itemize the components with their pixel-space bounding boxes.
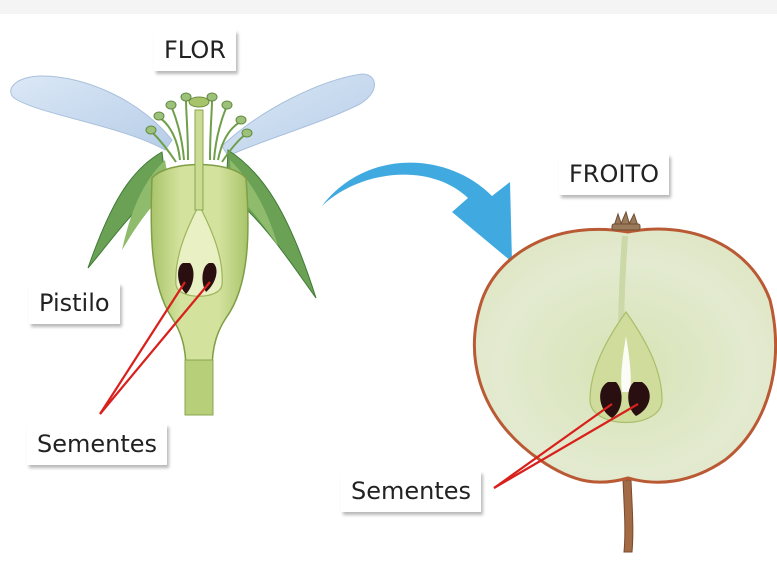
flower-seeds-label: Sementes: [27, 424, 167, 465]
flower-title-label: FLOR: [154, 30, 236, 71]
fruit-stem: [623, 480, 633, 552]
pistil-label: Pistilo: [29, 283, 120, 324]
calyx-remnant: [612, 212, 640, 230]
right-petal: [222, 74, 375, 156]
stigma: [189, 97, 209, 107]
pistil-style: [195, 110, 203, 210]
flower-stem: [185, 360, 213, 415]
fruit-illustration: [474, 212, 775, 552]
fruit-seeds-label: Sementes: [341, 471, 481, 512]
left-petal: [11, 76, 172, 150]
fruit-title-label: FROITO: [559, 154, 669, 195]
flower-illustration: [11, 74, 375, 415]
transformation-arrow: [322, 163, 512, 262]
